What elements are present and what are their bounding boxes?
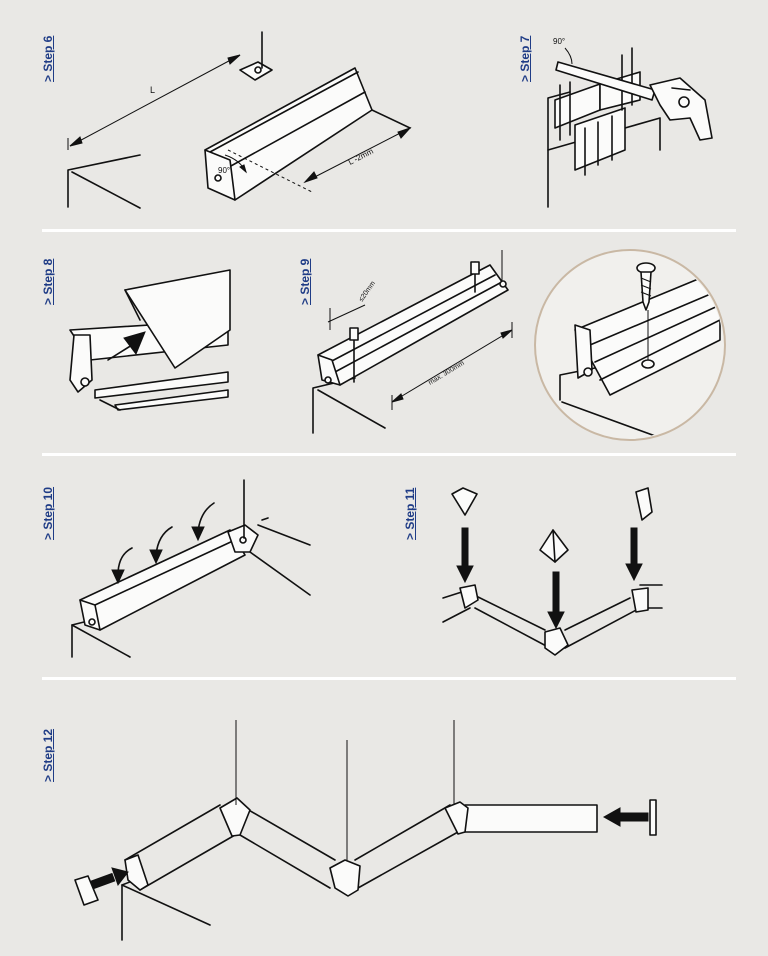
step-9-detail-zoom	[534, 249, 726, 441]
angle-saw-label: 90°	[553, 37, 565, 46]
step-11-diagram	[442, 487, 663, 656]
step-7-diagram: 90°	[547, 37, 713, 208]
divider-1	[42, 229, 736, 232]
dim-length-label: L	[150, 85, 155, 95]
dim-edge-distance-label: ≤20mm	[358, 280, 377, 303]
dim-length-minus-label: L -2mm	[347, 146, 375, 166]
divider-2	[42, 453, 736, 456]
step-10-diagram	[71, 479, 311, 658]
dim-screw-spacing-label: max. 300mm	[427, 360, 465, 387]
divider-3	[42, 677, 736, 680]
step-8-diagram	[69, 269, 231, 411]
step-12-diagram	[74, 720, 657, 941]
step-9-diagram: ≤20mm max. 300mm	[312, 250, 513, 434]
step-6-diagram: L 90° L -2mm	[67, 31, 412, 209]
cap-center	[539, 529, 569, 630]
angle-profile-label: 90°	[218, 166, 230, 175]
cap-left	[451, 487, 478, 584]
cap-right	[625, 487, 653, 582]
